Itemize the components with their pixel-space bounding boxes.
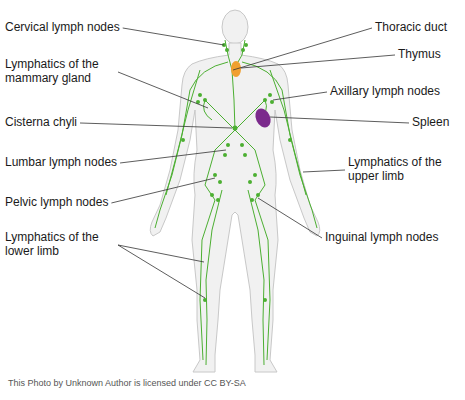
figure-part [240, 143, 244, 147]
figure-part [238, 40, 245, 62]
part-label: Lymphatics of the mammary gland [5, 58, 115, 86]
figure-part [200, 200, 215, 360]
leader-line [120, 150, 226, 163]
part-label: Thoracic duct [375, 21, 447, 35]
leader-line [118, 72, 208, 108]
part-label: Spleen [412, 116, 449, 130]
part-label: Inguinal lymph nodes [325, 231, 438, 245]
figure-part [233, 126, 238, 131]
part-label: Cervical lymph nodes [5, 21, 120, 35]
figure-part [288, 138, 292, 142]
figure-part [155, 62, 228, 228]
part-label: Pelvic lymph nodes [5, 196, 108, 210]
leader-line [273, 92, 327, 100]
figure-part [206, 190, 222, 365]
figure-part [270, 100, 274, 104]
leader-line [111, 178, 215, 203]
leader-line [233, 28, 372, 70]
figure-part [226, 143, 230, 147]
figure-part [225, 48, 229, 52]
figure-part [248, 190, 264, 365]
figure-part [203, 298, 207, 302]
figure-part [223, 153, 227, 157]
figure-part [216, 198, 220, 202]
figure-part [250, 198, 254, 202]
leader-line [303, 170, 345, 172]
figure-part [166, 70, 200, 195]
figure-part [244, 43, 248, 47]
leader-line [80, 123, 232, 128]
figure-part [242, 62, 317, 228]
figure-part [241, 48, 245, 52]
figure-part [203, 98, 207, 102]
figure-part [268, 93, 272, 97]
figure-part [255, 200, 270, 360]
figure-part [235, 130, 265, 200]
figure-part [270, 70, 306, 195]
figure-part [205, 100, 235, 130]
part-label: Lumbar lymph nodes [5, 156, 117, 170]
figure-part [248, 180, 252, 184]
figure-part [218, 180, 222, 184]
part-label: Lymphatics of the lower limb [5, 231, 115, 259]
figure-part [205, 130, 235, 200]
figure-part [263, 298, 267, 302]
spleen-shape [252, 106, 273, 130]
caption: This Photo by Unknown Author is licensed… [8, 378, 246, 388]
leader-line [118, 245, 205, 298]
figure-part [256, 193, 260, 197]
leader-line [123, 28, 224, 45]
figure-part [225, 40, 235, 130]
figure-part [222, 10, 248, 44]
leader-line [241, 55, 395, 68]
part-label: Thymus [398, 48, 441, 62]
body-silhouette [150, 10, 320, 372]
part-label: Cisterna chyli [5, 116, 77, 130]
figure-part [210, 193, 214, 197]
lymph-vessels [155, 40, 317, 365]
part-label: Axillary lymph nodes [330, 85, 440, 99]
figure-part [150, 43, 320, 372]
figure-part [204, 100, 212, 120]
figure-part [181, 138, 185, 142]
figure-part [213, 173, 217, 177]
leader-line [118, 245, 204, 262]
figure-part [198, 93, 202, 97]
figure-part [243, 153, 247, 157]
lymph-node-dots [181, 43, 292, 302]
part-label: Lymphatics of the upper limb [348, 156, 458, 184]
figure-part [263, 98, 267, 102]
leader-line [270, 117, 409, 123]
figure-part [253, 173, 257, 177]
leader-line [258, 198, 322, 238]
